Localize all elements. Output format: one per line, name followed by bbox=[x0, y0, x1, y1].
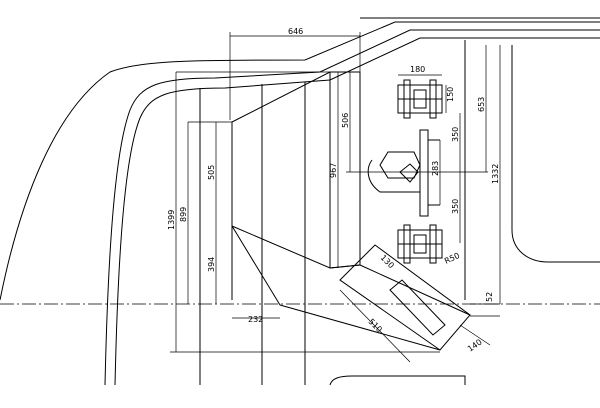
dim-52: 52 bbox=[485, 292, 494, 302]
lower-bracket bbox=[397, 224, 443, 264]
dim-510: 510 bbox=[367, 317, 384, 334]
center-fitting bbox=[367, 129, 440, 217]
dim-1332: 1332 bbox=[491, 164, 500, 184]
dim-150: 150 bbox=[446, 87, 455, 102]
upper-bracket bbox=[397, 79, 443, 119]
dimension-lines bbox=[170, 35, 501, 363]
dim-1399: 1399 bbox=[167, 210, 176, 230]
duct-body bbox=[231, 71, 361, 306]
dim-506: 506 bbox=[341, 113, 350, 128]
body-contours bbox=[0, 17, 600, 386]
dim-967: 967 bbox=[329, 163, 338, 178]
dim-r50: R50 bbox=[443, 251, 461, 266]
dim-653: 653 bbox=[477, 97, 486, 112]
dim-130: 130 bbox=[379, 253, 396, 270]
dim-232: 232 bbox=[248, 315, 263, 324]
dim-350-lower: 350 bbox=[451, 199, 460, 214]
dim-394: 394 bbox=[207, 257, 216, 272]
dim-283: 283 bbox=[431, 161, 440, 176]
dim-350-upper: 350 bbox=[451, 127, 460, 142]
dim-505: 505 bbox=[207, 165, 216, 180]
nozzle bbox=[279, 244, 471, 351]
dim-899: 899 bbox=[179, 207, 188, 222]
dim-646: 646 bbox=[288, 27, 303, 36]
dim-140: 140 bbox=[466, 338, 484, 354]
dim-180: 180 bbox=[410, 65, 425, 74]
